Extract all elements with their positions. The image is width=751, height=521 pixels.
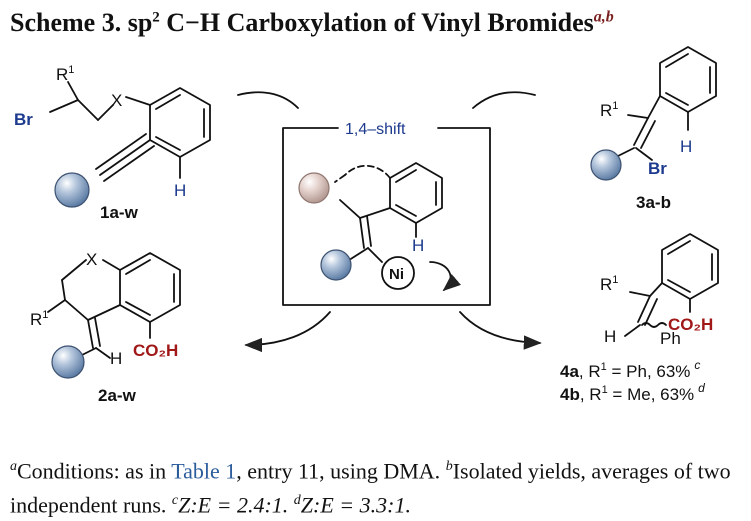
br-label-3: Br xyxy=(648,159,667,178)
footnote-a-mark: a xyxy=(10,459,17,474)
shift-label: 1,4–shift xyxy=(345,121,406,138)
table-1-link[interactable]: Table 1 xyxy=(171,458,237,484)
compound-2-structure xyxy=(47,252,181,361)
h-label-center: H xyxy=(412,236,424,255)
footnote-d-text: Z:E = 3.3:1. xyxy=(300,492,411,518)
compound-4-structure xyxy=(624,233,719,337)
r1-label-4: R1 xyxy=(600,274,618,294)
h-label-1: H xyxy=(174,181,186,200)
footnote-b-text: Isolated yields, averages of two indepen… xyxy=(10,458,731,518)
h-label-3: H xyxy=(680,137,692,156)
substituent-ball-pink xyxy=(298,172,330,204)
scheme-title: Scheme 3. sp2 C−H Carboxylation of Vinyl… xyxy=(10,8,614,38)
footnote-d-mark: d xyxy=(293,493,301,509)
arrow-to-product-4 xyxy=(459,311,542,350)
r1-label-3: R1 xyxy=(600,100,618,120)
substituent-ball xyxy=(54,172,90,208)
x-label-1: X xyxy=(111,91,122,110)
ni-label: Ni xyxy=(389,266,404,283)
ph-label-4: Ph xyxy=(660,329,681,348)
title-notes: a,b xyxy=(593,8,614,26)
nickel-circle xyxy=(381,256,415,290)
footnote: aConditions: as in Table 1, entry 11, us… xyxy=(10,452,745,521)
arrow-to-product-2 xyxy=(244,311,331,353)
compound-3-structure xyxy=(609,46,717,161)
h-label-2: H xyxy=(110,349,122,368)
co2h-label-2: CO₂H xyxy=(133,341,178,360)
reaction-scheme: R1 Br X H 1a-w X R1 H CO₂H 2a-w 1,4–shif… xyxy=(14,46,719,405)
substituent-ball-2 xyxy=(51,345,85,379)
br-label-1: Br xyxy=(14,110,33,129)
x-label-2: X xyxy=(86,250,97,269)
substituent-ball-3 xyxy=(320,249,352,281)
arc-top-left xyxy=(237,91,299,109)
title-rest: C−H Carboxylation of Vinyl Bromides xyxy=(159,8,594,37)
r1-label-2: R1 xyxy=(30,309,48,329)
footnote-c-mark: c xyxy=(171,493,179,509)
compound-3-label: 3a-b xyxy=(636,193,671,212)
compound-4a-caption: 4a, R1 = Ph, 63%c xyxy=(560,358,700,381)
footnote-b-mark: b xyxy=(445,459,453,474)
title-sup: 2 xyxy=(152,9,160,26)
compound-4b-caption: 4b, R1 = Me, 63%d xyxy=(560,381,705,404)
co2h-label-4: CO₂H xyxy=(668,315,713,334)
compound-1-structure xyxy=(49,81,211,182)
arc-top-right xyxy=(472,91,536,109)
compound-2-label: 2a-w xyxy=(98,386,137,405)
compound-1-label: 1a-w xyxy=(100,203,139,222)
substituent-ball-4 xyxy=(590,149,622,181)
footnote-c-text: Z:E = 2.4:1. xyxy=(178,492,294,518)
h-label-4: H xyxy=(604,327,616,346)
footnote-a-text2: , entry 11, using DMA. xyxy=(236,458,446,484)
footnote-a-text1: Conditions: as in xyxy=(17,458,172,484)
title-text: Scheme 3. sp xyxy=(10,8,153,37)
r1-label-1: R1 xyxy=(56,64,74,84)
